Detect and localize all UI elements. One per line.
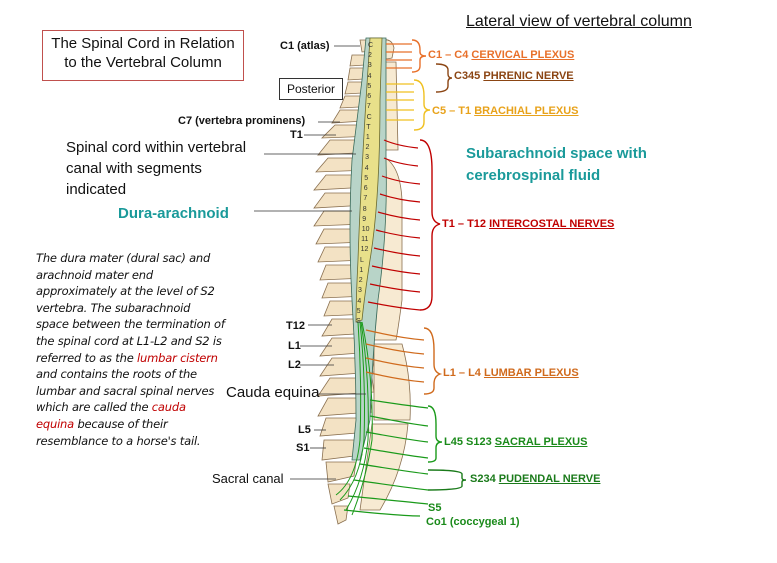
cauda-equina-label: Cauda equina: [226, 384, 320, 401]
cord-segment-number: C: [366, 113, 372, 121]
sacral-range: L45 S123: [444, 436, 492, 448]
intercostal-nerves-label: T1 – T12 INTERCOSTAL NERVES: [442, 218, 614, 230]
label-l2: L2: [288, 359, 301, 371]
phrenic-nerve-label: C345 PHRENIC NERVE: [454, 70, 574, 82]
label-l5: L5: [298, 424, 311, 436]
intercostal-range: T1 – T12: [442, 218, 487, 230]
cord-segment-number: L: [359, 256, 364, 264]
subarachnoid-label: Subarachnoid space with cerebrospinal fl…: [466, 143, 686, 187]
cord-segment-number: 12: [360, 246, 369, 254]
intercostal-name: INTERCOSTAL NERVES: [489, 218, 615, 230]
cord-segment-number: C: [368, 42, 374, 49]
cord-segment-number: 1: [359, 266, 364, 274]
cord-segment-number: 6: [367, 93, 372, 101]
cord-segment-number: 7: [363, 195, 368, 203]
label-s1: S1: [296, 442, 310, 454]
s5-label: S5: [428, 502, 442, 514]
note-lumbar-cistern: lumbar cistern: [137, 350, 218, 365]
lumbar-name: LUMBAR PLEXUS: [483, 367, 579, 379]
note-part3: because of their resemblance to a horse'…: [36, 416, 201, 448]
cauda-equina-roots: [335, 321, 373, 516]
sacral-name: SACRAL PLEXUS: [494, 436, 588, 448]
label-c7: C7 (vertebra prominens): [178, 115, 306, 127]
phrenic-name: PHRENIC NERVE: [483, 70, 574, 82]
brachial-nerves: [386, 83, 414, 121]
cord-segment-number: S: [356, 318, 361, 325]
label-c1: C1 (atlas): [280, 40, 330, 52]
cord-segment-number: 2: [358, 277, 363, 285]
cord-segment-number: 4: [367, 72, 372, 80]
cervical-range: C1 – C4: [428, 49, 469, 61]
cord-segment-number: 1: [365, 134, 370, 141]
vertebral-bodies: [359, 39, 411, 511]
note-part1: The dura mater (dural sac) and arachnoid…: [36, 251, 225, 365]
note-cauda-equina: cauda equina: [36, 400, 186, 431]
spinal-cord: [355, 37, 383, 323]
diagram-title: The Spinal Cord in Relation to the Verte…: [51, 35, 235, 71]
pudendal-range: S234: [470, 473, 496, 485]
brachial-range: C5 – T1: [432, 105, 472, 117]
note-part2: and contains the roots of the lumbar and…: [36, 367, 215, 415]
lumbar-range: L1 – L4: [443, 367, 481, 379]
cord-segment-number: 4: [357, 297, 362, 305]
cord-segment-number: 2: [365, 144, 370, 152]
brachial-plexus-label: C5 – T1 BRACHIAL PLEXUS: [432, 105, 579, 117]
spinal-cord-label: Spinal cord within vertebral canal with …: [66, 137, 266, 200]
posterior-box: Posterior: [279, 78, 343, 100]
cord-segment-number: 8: [362, 205, 367, 213]
cervical-name: CERVICAL PLEXUS: [471, 49, 575, 61]
label-l1: L1: [288, 340, 301, 352]
label-t1: T1: [290, 129, 303, 141]
sacral-plexus-label: L45 S123 SACRAL PLEXUS: [444, 436, 587, 448]
pudendal-nerve-label: S234 PUDENDAL NERVE: [470, 473, 600, 485]
cord-segment-number: 7: [366, 103, 371, 111]
explanatory-note: The dura mater (dural sac) and arachnoid…: [36, 250, 226, 449]
cervical-nerves: [386, 43, 412, 69]
cord-segment-number: 4: [364, 164, 369, 172]
brachial-name: BRACHIAL PLEXUS: [474, 105, 579, 117]
cord-segment-number: 3: [367, 62, 372, 70]
cord-segment-number: 11: [361, 236, 369, 244]
dura-arachnoid-label: Dura-arachnoid: [118, 205, 229, 222]
posterior-label: Posterior: [286, 82, 336, 96]
cord-segment-number: 9: [362, 215, 367, 223]
cord-segment-number: 10: [361, 226, 370, 233]
cord-segment-number: 3: [365, 154, 370, 162]
subarachnoid-label-text: Subarachnoid space with cerebrospinal fl…: [466, 145, 647, 184]
diagram-title-box: The Spinal Cord in Relation to the Verte…: [42, 30, 244, 81]
coccygeal-label: Co1 (coccygeal 1): [426, 516, 520, 528]
spinal-cord-label-text: Spinal cord within vertebral canal with …: [66, 139, 247, 198]
label-t12: T12: [286, 320, 305, 332]
leader-lines: [254, 45, 366, 480]
cord-segment-number: 3: [358, 287, 362, 295]
cord-segment-number: 2: [367, 52, 372, 60]
cord-segment-number: 6: [363, 185, 368, 193]
cord-segment-number: 5: [364, 174, 369, 182]
sacral-nerves: [343, 399, 429, 517]
cord-segment-number: T: [366, 123, 371, 131]
pudendal-name: PUDENDAL NERVE: [498, 473, 601, 485]
cord-segment-number: 5: [367, 82, 372, 90]
lumbar-nerves: [365, 329, 425, 383]
cord-segment-number: 5: [356, 307, 361, 315]
brackets: [411, 39, 467, 491]
sacral-canal-label: Sacral canal: [212, 471, 284, 486]
header-title: Lateral view of vertebral column: [466, 13, 692, 30]
cervical-plexus-label: C1 – C4 CERVICAL PLEXUS: [428, 49, 574, 61]
lumbar-plexus-label: L1 – L4 LUMBAR PLEXUS: [443, 367, 579, 379]
intercostal-nerves: [367, 139, 421, 311]
phrenic-range: C345: [454, 70, 481, 82]
